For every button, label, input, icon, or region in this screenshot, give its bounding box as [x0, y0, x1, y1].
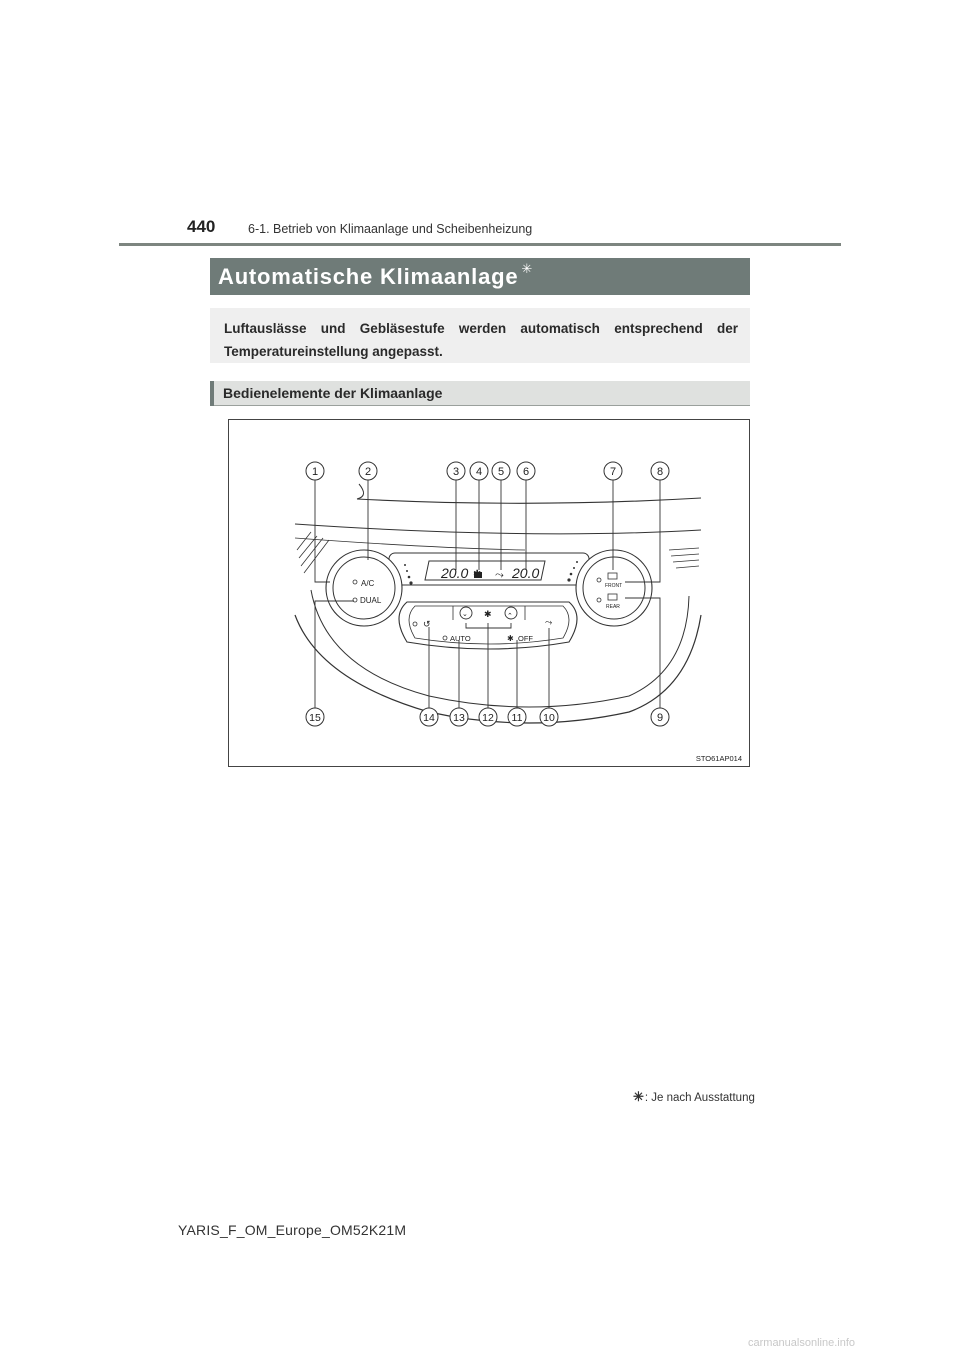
left-knob-ring: [332, 556, 396, 620]
display-right-temp: 20.0: [511, 565, 539, 581]
display-left-temp: 20.0: [440, 565, 468, 581]
display-fan-bars: [474, 572, 482, 578]
front-indicator: [596, 577, 602, 583]
callout-1: 1: [312, 466, 318, 478]
climate-control-illustration: 20.0 20.0 ✱ ⤳ A/C DUAL FRONT REAR ⌄: [294, 461, 742, 763]
leader-lines-bottom: [314, 597, 661, 708]
footnote: ✳: Je nach Ausstattung: [633, 1089, 755, 1105]
callout-11: 11: [512, 712, 523, 724]
footnote-asterisk-icon: ✳: [633, 1089, 644, 1104]
section-header: 6-1. Betrieb von Klimaanlage und Scheibe…: [248, 222, 533, 236]
callout-3: 3: [453, 466, 459, 478]
figure-code: STO61AP014: [696, 754, 742, 763]
intro-box: Luftauslässe und Gebläsestufe werden aut…: [210, 308, 750, 363]
subheading-bar: Bedienelemente der Klimaanlage: [210, 381, 750, 406]
callout-10: 10: [543, 712, 555, 724]
rear-defroster-icon: [607, 593, 618, 601]
callout-4: 4: [476, 466, 482, 478]
page-title: Automatische Klimaanlage: [218, 263, 519, 289]
fan-down-button[interactable]: [459, 606, 473, 620]
title-bar: Automatische Klimaanlage ✳: [210, 258, 750, 295]
subheading-accent: [210, 381, 214, 406]
callout-5: 5: [498, 466, 504, 478]
left-temp-dots: [404, 564, 413, 585]
leader-lines-top: [314, 480, 661, 583]
display-screen: [424, 560, 546, 581]
auto-button-label[interactable]: AUTO: [450, 634, 471, 643]
dash-line-lower: [294, 537, 526, 551]
chevron-up-icon: ⌃: [507, 612, 513, 620]
callout-2: 2: [365, 466, 371, 478]
dash-edge-curl: [356, 483, 364, 500]
climate-control-figure: 20.0 20.0 ✱ ⤳ A/C DUAL FRONT REAR ⌄: [228, 419, 750, 767]
lower-panel-inner: [408, 605, 570, 645]
right-knob-ring: [582, 556, 646, 620]
header-rule: [119, 243, 841, 246]
callout-6: 6: [523, 466, 529, 478]
chevron-down-icon: ⌄: [462, 611, 468, 618]
dash-line-upper: [294, 523, 702, 535]
fan-up-button[interactable]: [504, 606, 518, 620]
vent-lines-right: [668, 547, 700, 569]
front-defroster-icon: [607, 572, 618, 580]
recirculation-indicator: [412, 621, 418, 627]
recirculation-icon[interactable]: ↺: [423, 619, 431, 629]
subheading: Bedienelemente der Klimaanlage: [223, 385, 443, 401]
bezel-inner: [310, 589, 690, 708]
footnote-text: : Je nach Ausstattung: [644, 1092, 755, 1104]
dual-button-label[interactable]: DUAL: [360, 596, 382, 605]
page-number: 440: [187, 217, 216, 236]
ac-indicator: [352, 579, 358, 585]
dual-indicator: [352, 597, 358, 603]
off-button-label[interactable]: OFF: [518, 634, 533, 643]
auto-indicator: [442, 635, 448, 641]
dash-edge-line: [356, 497, 702, 504]
rear-button-label[interactable]: REAR: [606, 604, 620, 610]
footer-doc-id: YARIS_F_OM_Europe_OM52K21M: [178, 1222, 407, 1238]
right-temp-dots: [567, 561, 578, 582]
off-fan-icon: ✱: [507, 634, 514, 643]
watermark: carmanualsonline.info: [748, 1337, 856, 1349]
ac-button-label[interactable]: A/C: [361, 579, 375, 588]
callout-15: 15: [309, 712, 321, 724]
callout-8: 8: [657, 466, 663, 478]
callouts-top: 1 2 3 4 5 6 7 8: [305, 461, 670, 481]
vent-hatching-left: [296, 531, 330, 574]
front-button-label[interactable]: FRONT: [605, 583, 622, 589]
callout-14: 14: [423, 712, 435, 724]
callout-12: 12: [482, 712, 494, 724]
display-airflow-icon: ⤳: [495, 569, 504, 581]
fan-icon: ✱: [484, 609, 492, 619]
rear-indicator: [596, 597, 602, 603]
callout-13: 13: [453, 712, 465, 724]
callouts-bottom: 15 14 13 12 11 10 9: [305, 707, 670, 727]
callout-9: 9: [657, 712, 663, 724]
mode-airflow-icon[interactable]: ⤳: [545, 617, 552, 627]
title-asterisk-icon: ✳: [521, 260, 533, 276]
callout-7: 7: [610, 466, 616, 478]
